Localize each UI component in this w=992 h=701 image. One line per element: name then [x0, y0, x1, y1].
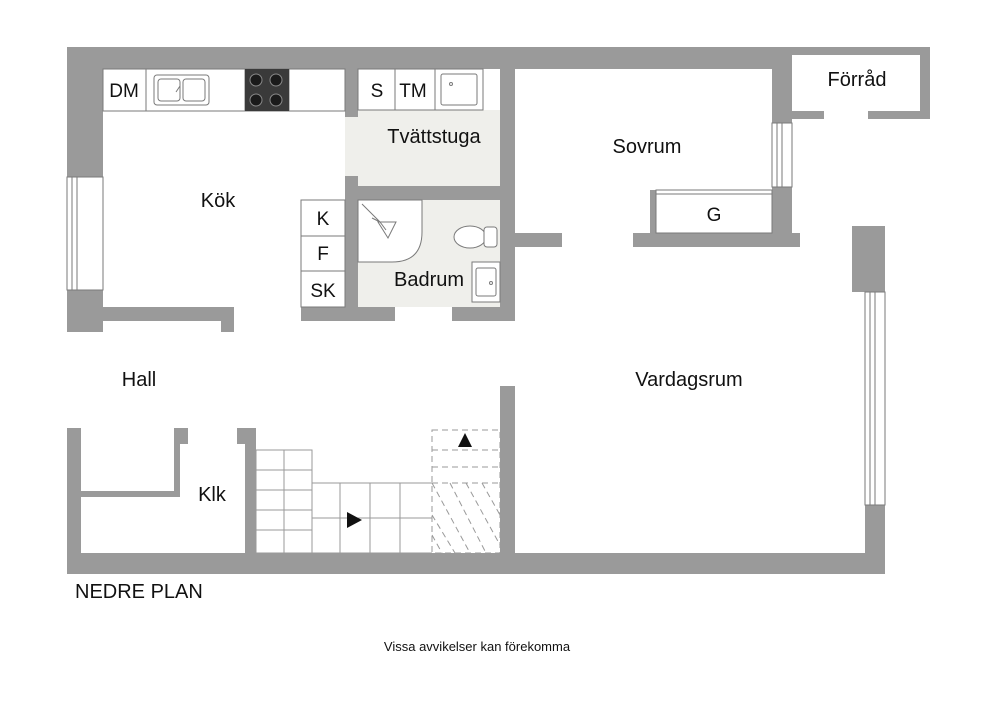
wall-bath-bottom-left: [301, 307, 395, 321]
windows: [66, 122, 886, 506]
wall-laundry-bath: [345, 186, 515, 200]
sink-icon: [153, 74, 210, 106]
wall-center-vertical: [500, 69, 515, 321]
tvattstuga-floor: [345, 110, 500, 186]
wall-bedroom-right: [772, 47, 792, 123]
stove-icon: [245, 69, 289, 111]
wall-left-top: [67, 47, 103, 177]
window-left: [66, 176, 104, 291]
staircase-upper: [431, 429, 501, 554]
wall-bath-bottom-right: [452, 307, 515, 321]
room-label-tvattstuga: Tvättstuga: [387, 126, 481, 148]
wall-top-storage: [792, 47, 930, 55]
wall-klk-right: [245, 428, 256, 574]
wall-top: [67, 47, 792, 69]
laundry-appliances: [357, 68, 484, 111]
wall-storage-bottom-left: [792, 111, 824, 119]
wall-closet-left: [650, 190, 656, 237]
wall-storage-right: [920, 47, 930, 119]
stair-arrow-right-icon: [347, 512, 362, 528]
toilet-icon: [453, 225, 487, 249]
appliance-label-f: F: [317, 244, 329, 265]
room-label-badrum: Badrum: [394, 269, 464, 291]
wall-bottom: [67, 553, 885, 574]
walls: [67, 47, 930, 574]
wall-stair-right: [500, 386, 515, 574]
appliance-label-dm: DM: [109, 81, 139, 102]
plan-title: NEDRE PLAN: [75, 581, 203, 603]
wall-storage-bottom-right: [868, 111, 930, 119]
wall-right-top: [852, 226, 885, 292]
staircase: [255, 449, 432, 554]
wall-center-stub: [515, 233, 562, 247]
appliance-label-tm: TM: [399, 81, 426, 102]
stair-arrow-up-icon: [458, 433, 472, 447]
wall-closet-inner: [174, 428, 180, 496]
appliance-label-sk: SK: [310, 281, 336, 302]
wall-kitchen-bottom: [67, 307, 234, 321]
bedroom-closet: [655, 189, 773, 234]
room-label-kok: Kök: [201, 190, 236, 212]
bathroom-fixtures: [357, 199, 501, 303]
disclaimer-note: Vissa avvikelser kan förekomma: [384, 639, 571, 654]
wall-bath-left: [345, 176, 358, 321]
wall-left-low: [67, 428, 81, 574]
room-label-klk: Klk: [198, 484, 227, 506]
wall-kitchen-laundry: [345, 69, 358, 117]
wall-bedroom-bottom: [633, 233, 800, 247]
room-label-sovrum: Sovrum: [613, 136, 682, 158]
wall-bedroom-right-low: [772, 187, 792, 247]
wall-kitchen-bottom-stub: [221, 307, 234, 332]
appliance-label-s: S: [371, 81, 384, 102]
room-label-forrad: Förråd: [828, 69, 887, 91]
appliance-label-g: G: [707, 205, 722, 226]
room-label-vardagsrum: Vardagsrum: [635, 369, 742, 391]
fridge-stack: [300, 199, 346, 308]
kitchen-counter: [102, 68, 346, 112]
wall-right-bottom: [865, 505, 885, 574]
wall-closet-shelf: [81, 491, 180, 497]
room-label-hall: Hall: [122, 369, 156, 391]
appliance-label-k: K: [317, 209, 330, 230]
